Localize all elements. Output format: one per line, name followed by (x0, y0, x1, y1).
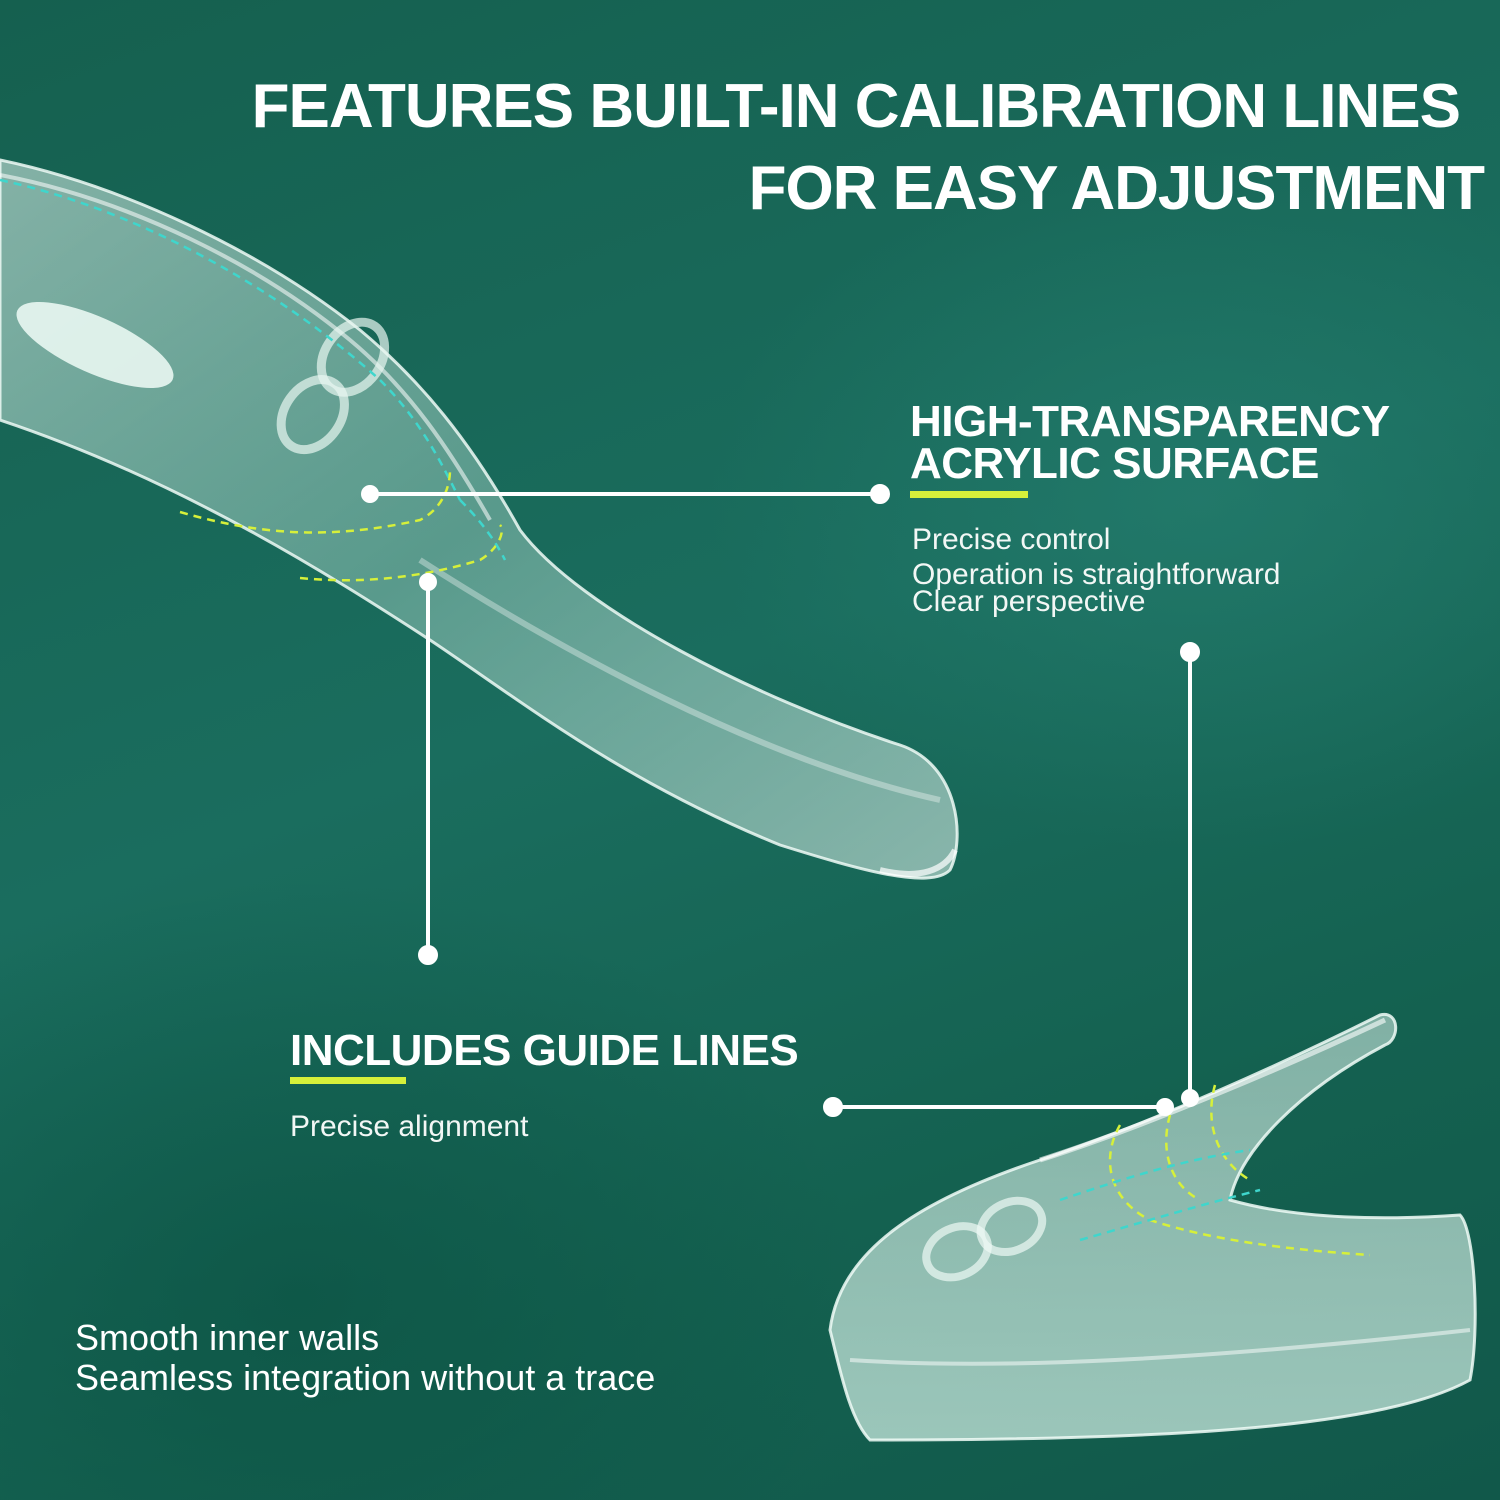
digit-eight-embossed-icon (276, 317, 390, 455)
surface-point-2: Operation is straightforward (912, 558, 1281, 591)
digit-eight-embossed-icon (922, 1196, 1047, 1282)
footer-line-1: Smooth inner walls (75, 1317, 380, 1358)
leader-lines (361, 484, 1200, 1117)
slot-opening (16, 301, 174, 389)
headline: FEATURES BUILT-IN CALIBRATION LINES FOR … (184, 66, 1485, 230)
acrylic-shaper-tool (0, 158, 959, 880)
footer-line-2: Seamless integration without a trace (75, 1357, 656, 1398)
surface-heading: HIGH-TRANSPARENCY ACRYLIC SURFACE (910, 398, 1390, 488)
surface-point-3: Clear perspective (912, 585, 1146, 618)
guide-heading: INCLUDES GUIDE LINES (290, 1026, 799, 1075)
guide-accent-underline (290, 1077, 406, 1084)
surface-heading-line-2: ACRYLIC SURFACE (910, 439, 1319, 488)
surface-point-1: Precise control (912, 523, 1111, 556)
headline-line-1: FEATURES BUILT-IN CALIBRATION LINES (251, 72, 1461, 141)
acrylic-curved-tip (828, 1013, 1477, 1442)
surface-accent-underline (910, 491, 1028, 498)
surface-heading-line-1: HIGH-TRANSPARENCY (910, 397, 1390, 446)
guide-point-1: Precise alignment (290, 1110, 529, 1143)
headline-line-2: FOR EASY ADJUSTMENT (748, 154, 1485, 223)
